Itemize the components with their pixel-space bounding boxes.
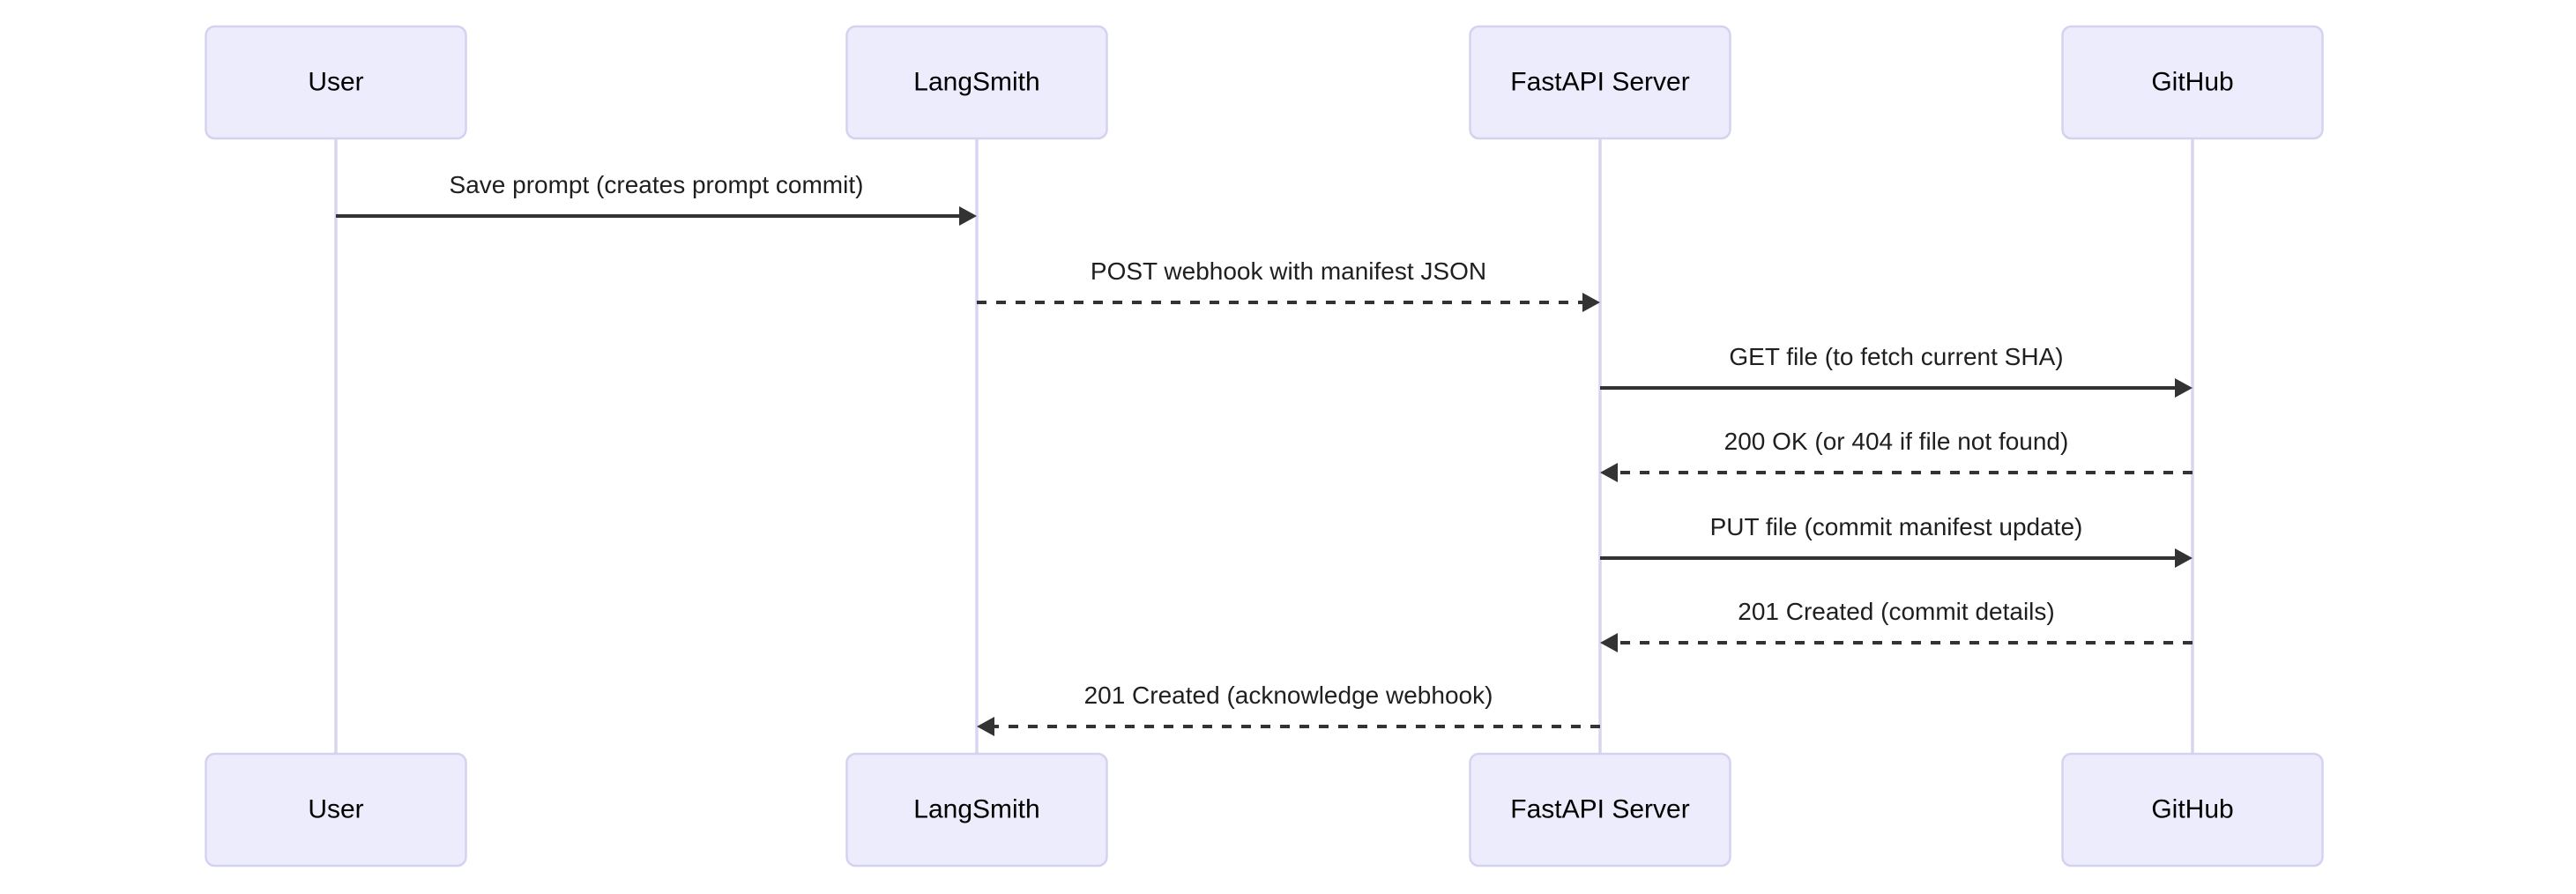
- arrowhead-icon-6: [1600, 633, 1618, 652]
- arrowhead-icon-3: [2175, 378, 2193, 398]
- message-2: POST webhook with manifest JSON: [977, 257, 1600, 312]
- actor-box-rect-bottom-github[interactable]: [2061, 752, 2324, 868]
- message-4: 200 OK (or 404 if file not found): [1600, 428, 2193, 482]
- message-7: 201 Created (acknowledge webhook): [977, 682, 1600, 736]
- actor-box-rect-top-langsmith[interactable]: [845, 25, 1108, 140]
- actor-box-bottom-github[interactable]: GitHub: [2061, 752, 2324, 868]
- actor-box-top-github[interactable]: GitHub: [2061, 25, 2324, 140]
- arrowhead-icon-7: [977, 717, 994, 736]
- messages-layer: Save prompt (creates prompt commit) POST …: [336, 171, 2193, 736]
- actor-label-bottom-user: User: [308, 794, 363, 823]
- arrowhead-icon-1: [959, 206, 977, 226]
- actor-box-top-langsmith[interactable]: LangSmith: [845, 25, 1108, 140]
- actor-label-top-user: User: [308, 67, 363, 96]
- actor-box-rect-bottom-fastapi[interactable]: [1469, 752, 1731, 868]
- actor-box-top-user[interactable]: User: [205, 25, 467, 140]
- actor-box-rect-top-user[interactable]: [205, 25, 467, 140]
- actor-box-rect-top-github[interactable]: [2061, 25, 2324, 140]
- actor-label-bottom-langsmith: LangSmith: [913, 794, 1039, 823]
- arrowhead-icon-4: [1600, 463, 1618, 482]
- message-label-7: 201 Created (acknowledge webhook): [1084, 682, 1493, 709]
- actor-box-rect-bottom-langsmith[interactable]: [845, 752, 1108, 868]
- actor-label-bottom-fastapi: FastAPI Server: [1510, 794, 1689, 823]
- arrowhead-icon-2: [1582, 293, 1600, 312]
- message-label-3: GET file (to fetch current SHA): [1729, 343, 2063, 370]
- actor-box-bottom-user[interactable]: User: [205, 752, 467, 868]
- actor-label-bottom-github: GitHub: [2151, 794, 2233, 823]
- actor-box-bottom-fastapi[interactable]: FastAPI Server: [1469, 752, 1731, 868]
- actor-box-rect-top-fastapi[interactable]: [1469, 25, 1731, 140]
- actor-label-top-langsmith: LangSmith: [913, 67, 1039, 96]
- message-label-4: 200 OK (or 404 if file not found): [1724, 428, 2069, 455]
- actor-label-top-github: GitHub: [2151, 67, 2233, 96]
- message-label-6: 201 Created (commit details): [1738, 598, 2054, 625]
- actor-box-top-fastapi[interactable]: FastAPI Server: [1469, 25, 1731, 140]
- actor-box-rect-bottom-user[interactable]: [205, 752, 467, 868]
- message-label-1: Save prompt (creates prompt commit): [450, 171, 864, 198]
- arrowhead-icon-5: [2175, 548, 2193, 568]
- message-1: Save prompt (creates prompt commit): [336, 171, 977, 226]
- actor-label-top-fastapi: FastAPI Server: [1510, 67, 1689, 96]
- lifelines-layer: [334, 138, 2194, 754]
- message-6: 201 Created (commit details): [1600, 598, 2193, 652]
- actor-box-bottom-langsmith[interactable]: LangSmith: [845, 752, 1108, 868]
- message-3: GET file (to fetch current SHA): [1600, 343, 2193, 398]
- message-label-5: PUT file (commit manifest update): [1710, 513, 2083, 540]
- message-5: PUT file (commit manifest update): [1600, 513, 2193, 568]
- message-label-2: POST webhook with manifest JSON: [1091, 257, 1486, 285]
